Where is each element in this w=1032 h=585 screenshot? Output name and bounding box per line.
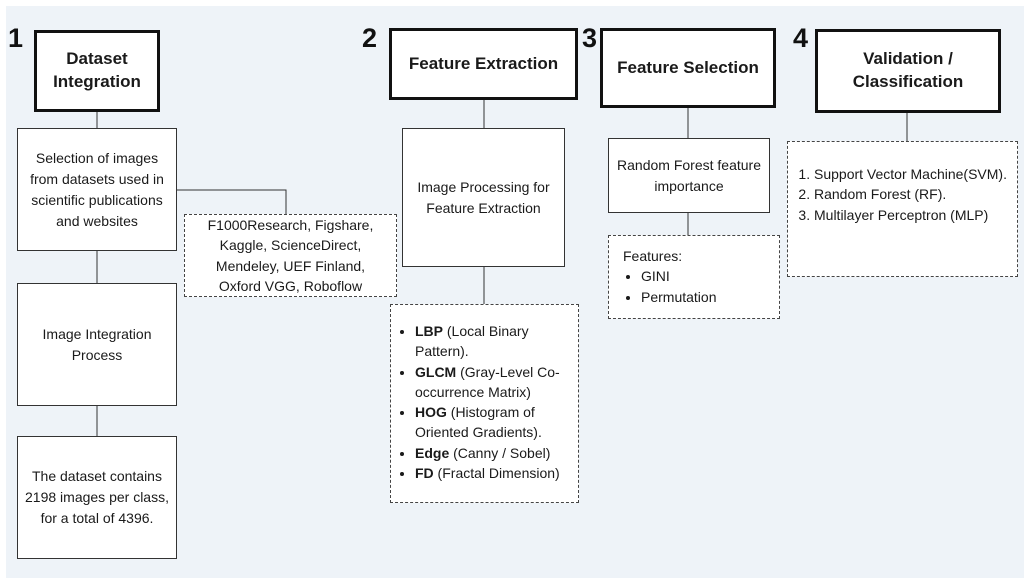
feature-item-lbp: LBP (Local Binary Pattern). — [415, 321, 572, 362]
header-validation-classification: Validation / Classification — [815, 29, 1001, 113]
header-line1: Dataset — [66, 49, 128, 69]
step-number-1: 1 — [8, 23, 24, 53]
header-line2: Integration — [53, 72, 141, 91]
header-feature-extraction: Feature Extraction — [389, 28, 578, 100]
classifier-item-rf: Random Forest (RF). — [814, 184, 1011, 204]
header-feature-selection: Feature Selection — [600, 28, 776, 108]
classifier-item-mlp: Multilayer Perceptron (MLP) — [814, 205, 1011, 225]
header-line1: Validation / — [863, 49, 953, 69]
box-dataset-summary-text: The dataset contains 2198 images per cla… — [25, 468, 169, 526]
classifiers-list: Support Vector Machine(SVM). Random Fore… — [794, 164, 1011, 225]
box-image-integration-text: Image Integration Process — [42, 325, 152, 363]
step-number-4: 4 — [793, 23, 809, 53]
feature-item-glcm: GLCM (Gray-Level Co-occurrence Matrix) — [415, 362, 572, 403]
box-classifiers: Support Vector Machine(SVM). Random Fore… — [787, 141, 1018, 277]
header-title: Feature Selection — [617, 57, 759, 77]
feature-item-gini: GINI — [641, 266, 769, 286]
header-line2: Classification — [852, 72, 964, 91]
feature-item-fd: FD (Fractal Dimension) — [415, 463, 572, 483]
box-dataset-summary: The dataset contains 2198 images per cla… — [17, 436, 177, 559]
box-image-integration: Image Integration Process — [17, 283, 177, 406]
feature-item-edge: Edge (Canny / Sobel) — [415, 443, 572, 463]
feature-item-permutation: Permutation — [641, 287, 769, 307]
step-number-2: 2 — [362, 23, 378, 53]
classifier-item-svm: Support Vector Machine(SVM). — [814, 164, 1011, 184]
box-image-processing: Image Processing for Feature Extraction — [402, 128, 565, 267]
box-random-forest-importance: Random Forest feature importance — [608, 138, 770, 213]
header-dataset-integration: Dataset Integration — [34, 30, 160, 112]
box-image-selection-text: Selection of images from datasets used i… — [30, 149, 164, 229]
box-random-forest-importance-text: Random Forest feature importance — [617, 156, 761, 194]
box-image-selection: Selection of images from datasets used i… — [17, 128, 177, 251]
features-label: Features: — [623, 248, 683, 264]
box-dataset-sources: F1000Research, Figshare, Kaggle, Science… — [184, 214, 397, 297]
header-title: Feature Extraction — [408, 53, 559, 73]
box-extracted-features: LBP (Local Binary Pattern). GLCM (Gray-L… — [390, 304, 579, 503]
box-dataset-sources-text: F1000Research, Figshare, Kaggle, Science… — [207, 216, 374, 294]
extracted-features-list: LBP (Local Binary Pattern). GLCM (Gray-L… — [397, 321, 572, 483]
feature-item-hog: HOG (Histogram of Oriented Gradients). — [415, 402, 572, 443]
selection-features-list: GINI Permutation — [623, 266, 769, 307]
step-number-3: 3 — [582, 23, 598, 53]
box-image-processing-text: Image Processing for Feature Extraction — [417, 178, 550, 216]
box-selection-features: Features: GINI Permutation — [608, 235, 780, 319]
